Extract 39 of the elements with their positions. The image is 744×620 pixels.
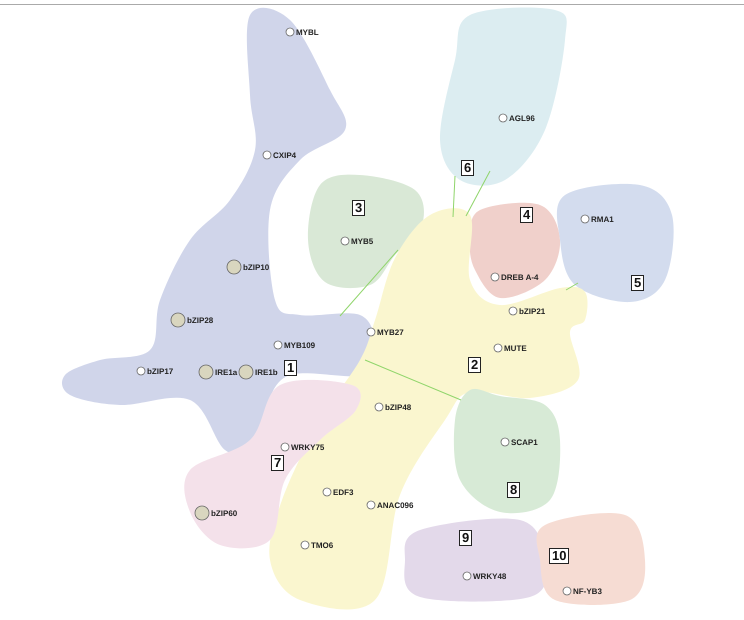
gene-label: IRE1b	[255, 368, 278, 376]
gene-label: bZIP21	[519, 306, 546, 316]
cluster-number: 5	[631, 275, 644, 291]
connector-line	[364, 360, 462, 400]
gene-label: ANAC096	[377, 500, 414, 510]
gene-label: SCAP1	[511, 438, 538, 446]
cluster-number: 3	[352, 200, 366, 216]
gene-label: EDF3	[333, 488, 354, 496]
gene-label: bZIP28	[187, 316, 214, 324]
cluster-number: 4	[520, 207, 534, 223]
gene-label: WRKY75	[291, 442, 324, 452]
gene-label: MYB109	[284, 340, 316, 350]
cluster-number: 7	[271, 455, 284, 471]
gene-label: AGL96	[509, 114, 535, 122]
cluster-number: 9	[459, 530, 472, 546]
gene-label: DREB A-4	[501, 272, 538, 282]
gene-label: bZIP10	[243, 262, 270, 272]
gene-label: IRE1a	[215, 368, 238, 376]
gene-label: TMO6	[311, 540, 334, 550]
connector-line	[452, 176, 456, 218]
gene-label: WRKY48	[473, 572, 506, 580]
connector-line	[466, 170, 490, 216]
cluster-number: 10	[549, 548, 570, 564]
cluster-number: 1	[284, 360, 298, 376]
gene-label: CXIP4	[273, 150, 296, 160]
gene-label: MYB27	[377, 328, 404, 336]
gene-label: MUTE	[504, 344, 527, 352]
connector-line	[340, 250, 398, 316]
gene-label: MYBL	[296, 28, 319, 36]
cluster-number: 2	[468, 357, 482, 373]
gene-label: NF-YB3	[573, 586, 602, 596]
gene-label: bZIP48	[385, 402, 412, 412]
gene-label: bZIP17	[147, 366, 174, 376]
gene-label: RMA1	[591, 214, 614, 224]
gene-label: bZIP60	[211, 508, 238, 518]
cluster-number: 6	[461, 160, 474, 176]
gene-label: MYB5	[351, 236, 374, 246]
connector-line	[566, 282, 578, 290]
cluster-number: 8	[507, 482, 520, 498]
